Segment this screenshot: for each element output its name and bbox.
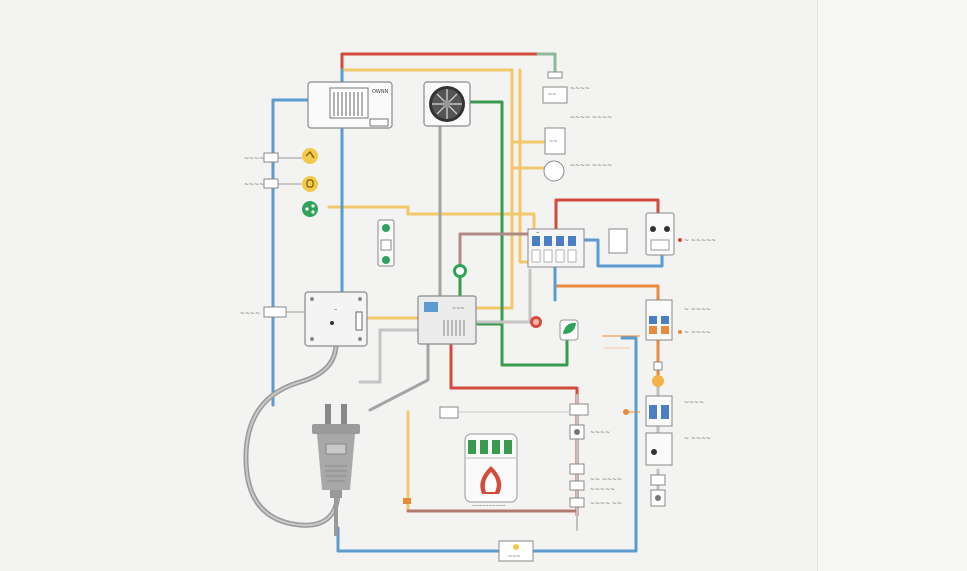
neutral-wire-bottom (336, 495, 638, 553)
left-connector-3 (263, 306, 287, 318)
label-top-breaker-2: ~~~~ ~~~~ (570, 114, 613, 121)
small-relay (653, 361, 663, 371)
panel-label: ~ (536, 230, 539, 235)
label-bottom-3: ~~~~~ (590, 486, 616, 493)
top-breakers (542, 71, 568, 182)
bottom-box-label: ~~~ (508, 554, 521, 560)
label-bottom-2: ~~ ~~~~ (590, 476, 623, 483)
label-right-2: ~ ~~~~ (684, 306, 712, 313)
label-top-breaker-3: ~~~~ ~~~~ (570, 162, 613, 169)
orange-indicator-icon (652, 375, 664, 387)
label-right-3: ~ ~~~~ (684, 329, 712, 336)
center-column-devices (569, 403, 589, 508)
grey-wire-4 (476, 268, 532, 324)
live-wire-3 (554, 198, 660, 242)
terminal-block (650, 474, 666, 486)
mcb-breaker (645, 395, 673, 427)
label-right-1: ~ ~~~~~ (684, 237, 717, 244)
ac-unit-label: OWNN (372, 89, 389, 95)
live-wire-top (340, 52, 540, 72)
label-bottom-1: ~~~~ (590, 429, 611, 436)
ac-unit: OWNN (307, 81, 393, 129)
leaf-icon (559, 319, 579, 341)
wall-switch (377, 219, 395, 267)
bottom-junction: ~~~ (498, 540, 534, 562)
label-right-5: ~ ~~~~ (684, 435, 712, 442)
switch-box-label: ~ (334, 307, 337, 312)
rcd-breaker (645, 299, 673, 341)
neutral-wire-right (620, 336, 638, 499)
meter-unit (645, 432, 673, 466)
network-icon (302, 201, 318, 217)
top-breaker-sub-2: ~~ (549, 139, 557, 145)
label-left-1: ~~~~ (244, 155, 265, 162)
fan-unit (423, 81, 471, 127)
label-left-3: ~~~~ (240, 310, 261, 317)
junction-box-label: ~~~ (452, 306, 465, 312)
orange-wire-1 (553, 264, 660, 302)
timer-icon (302, 148, 318, 164)
left-connector-1 (263, 152, 279, 163)
switched-wire-1 (340, 68, 514, 310)
side-panel (817, 0, 967, 571)
connector-box (439, 406, 459, 419)
grey-wire-3 (358, 328, 422, 384)
top-breaker-sub-1: ~~ (548, 92, 556, 98)
label-bottom-4: ~~~~ ~~ (590, 500, 623, 507)
power-plug (312, 404, 360, 498)
panel-side-box (608, 228, 628, 254)
grey-wire-2 (368, 338, 430, 412)
socket-outlet (645, 212, 675, 256)
label-left-2: ~~~~ (244, 181, 265, 188)
breaker-panel: ~ (527, 228, 585, 268)
neutral-wire-2 (583, 238, 664, 268)
meter-caption: ~~~~~~~~~~ (472, 503, 506, 508)
label-right-4: ~~~~ (684, 399, 705, 406)
earth-wire-top (536, 52, 557, 74)
bulb-icon (302, 176, 318, 192)
left-connector-2 (263, 178, 279, 189)
label-top-breaker-1: ~~~~ (570, 85, 591, 92)
neutral-wire-left (271, 98, 310, 407)
switched-wire-5 (327, 205, 536, 240)
switch-box: ~ (304, 291, 368, 347)
energy-meter: ~~~~~~~~~~ (464, 433, 518, 508)
earth-wire-3 (500, 322, 569, 367)
earth-wire-1 (468, 100, 504, 326)
grey-wire-5 (458, 232, 532, 274)
junction-box: ~~~ (417, 264, 477, 345)
